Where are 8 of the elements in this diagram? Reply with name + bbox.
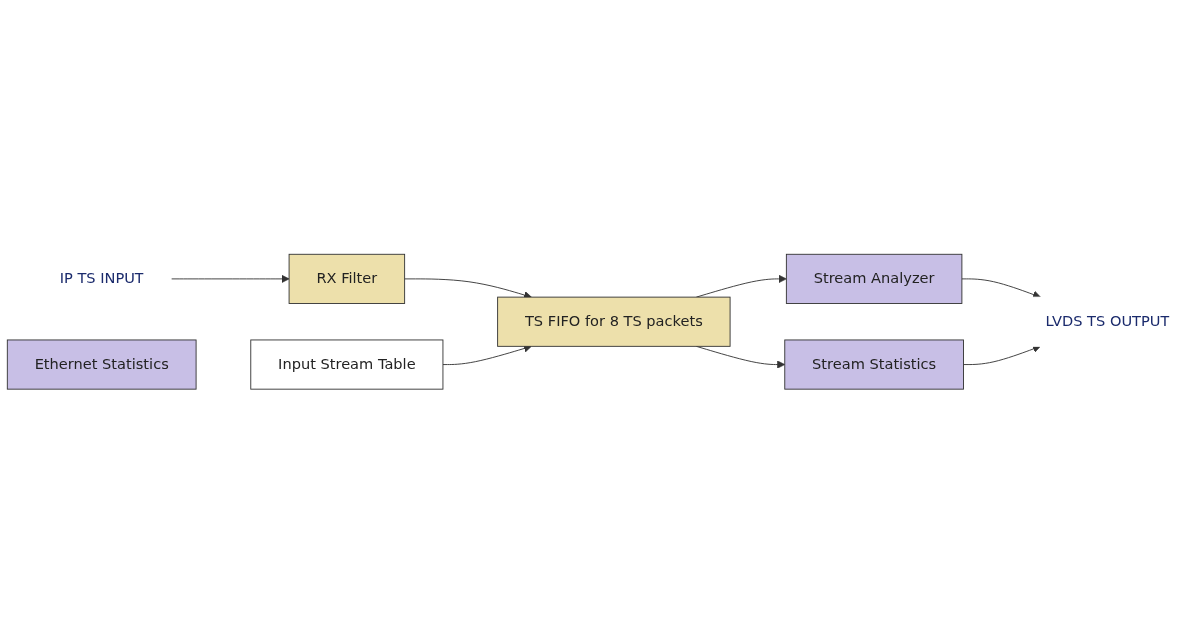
node-box: RX Filter [288, 253, 406, 304]
node-box: Stream Analyzer [785, 253, 963, 304]
node-box: Stream Statistics [784, 339, 964, 390]
node-box: Ethernet Statistics [6, 339, 197, 390]
node-text: LVDS TS OUTPUT [1045, 312, 1170, 330]
node-box: Input Stream Table [250, 339, 444, 390]
node-box: TS FIFO for 8 TS packets [497, 296, 731, 347]
node-text: IP TS INPUT [59, 269, 144, 287]
